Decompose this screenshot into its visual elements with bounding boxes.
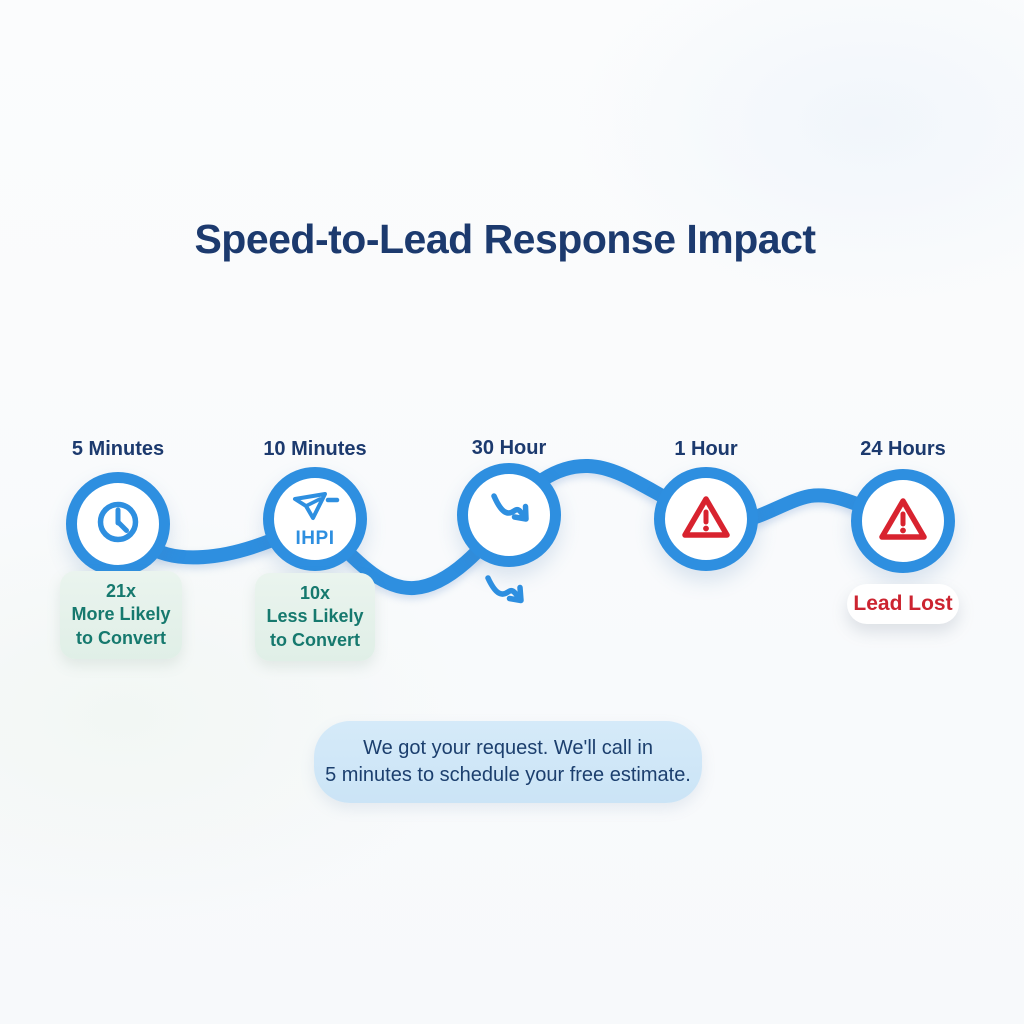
timeline-node-1-hour	[654, 467, 758, 571]
conversion-badge-21x: 21x More Likely to Convert	[60, 571, 182, 660]
node-label-10-minutes: 10 Minutes	[263, 438, 367, 460]
timeline-node-30-hour	[457, 463, 561, 567]
trend-down-arrow-icon	[481, 485, 537, 546]
warning-triangle-icon	[876, 495, 930, 548]
node-label-24-hours: 24 Hours	[860, 438, 946, 460]
node-icon-text: IHPI	[295, 528, 335, 549]
timeline-node-10-minutes: IHPI	[263, 467, 367, 571]
paper-plane-icon	[287, 490, 343, 531]
node-label-30-hour: 30 Hour	[471, 437, 547, 459]
conversion-badge-10x: 10x Less Likely to Convert	[255, 573, 375, 662]
clock-icon	[90, 494, 146, 555]
extra-decline-arrow-icon	[478, 570, 542, 635]
warning-triangle-icon	[679, 493, 733, 546]
infographic-title: Speed-to-Lead Response Impact	[194, 216, 816, 262]
timeline-node-24-hours	[851, 469, 955, 573]
node-label-1-hour: 1 Hour	[674, 438, 738, 460]
timeline-node-5-minutes	[66, 472, 170, 576]
sms-notification-bubble: We got your request. We'll call in 5 min…	[314, 721, 702, 803]
node-label-5-minutes: 5 Minutes	[71, 438, 165, 460]
lead-lost-badge: Lead Lost	[847, 584, 959, 624]
